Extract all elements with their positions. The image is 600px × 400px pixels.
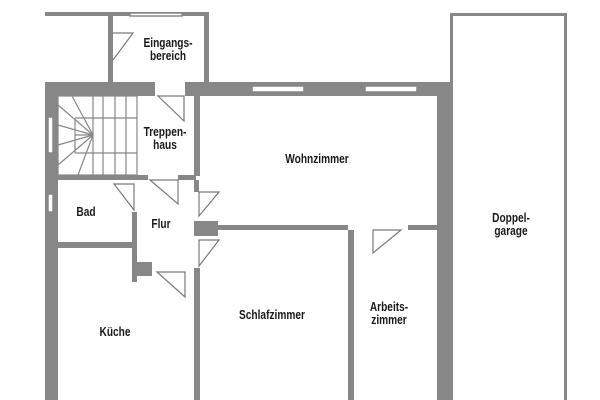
- room-label-bad: Bad: [76, 204, 96, 219]
- room-label-schlafzimmer: Schlafzimmer: [239, 307, 305, 322]
- garage-walls: [450, 13, 567, 400]
- room-label-kueche: Küche: [99, 324, 131, 339]
- room-label-flur: Flur: [151, 216, 171, 231]
- room-label-doppelgarage: Doppel- garage: [492, 210, 530, 238]
- main-walls: [45, 82, 450, 400]
- room-label-wohnzimmer: Wohnzimmer: [285, 151, 349, 166]
- room-label-treppenhaus: Treppen- haus: [143, 124, 187, 152]
- doors: [112, 32, 403, 299]
- room-label-eingangsbereich: Eingangs- bereich: [143, 35, 193, 63]
- staircase: [57, 95, 138, 176]
- room-label-arbeitszimmer: Arbeits- zimmer: [369, 299, 409, 327]
- entrance-walls: [45, 12, 209, 82]
